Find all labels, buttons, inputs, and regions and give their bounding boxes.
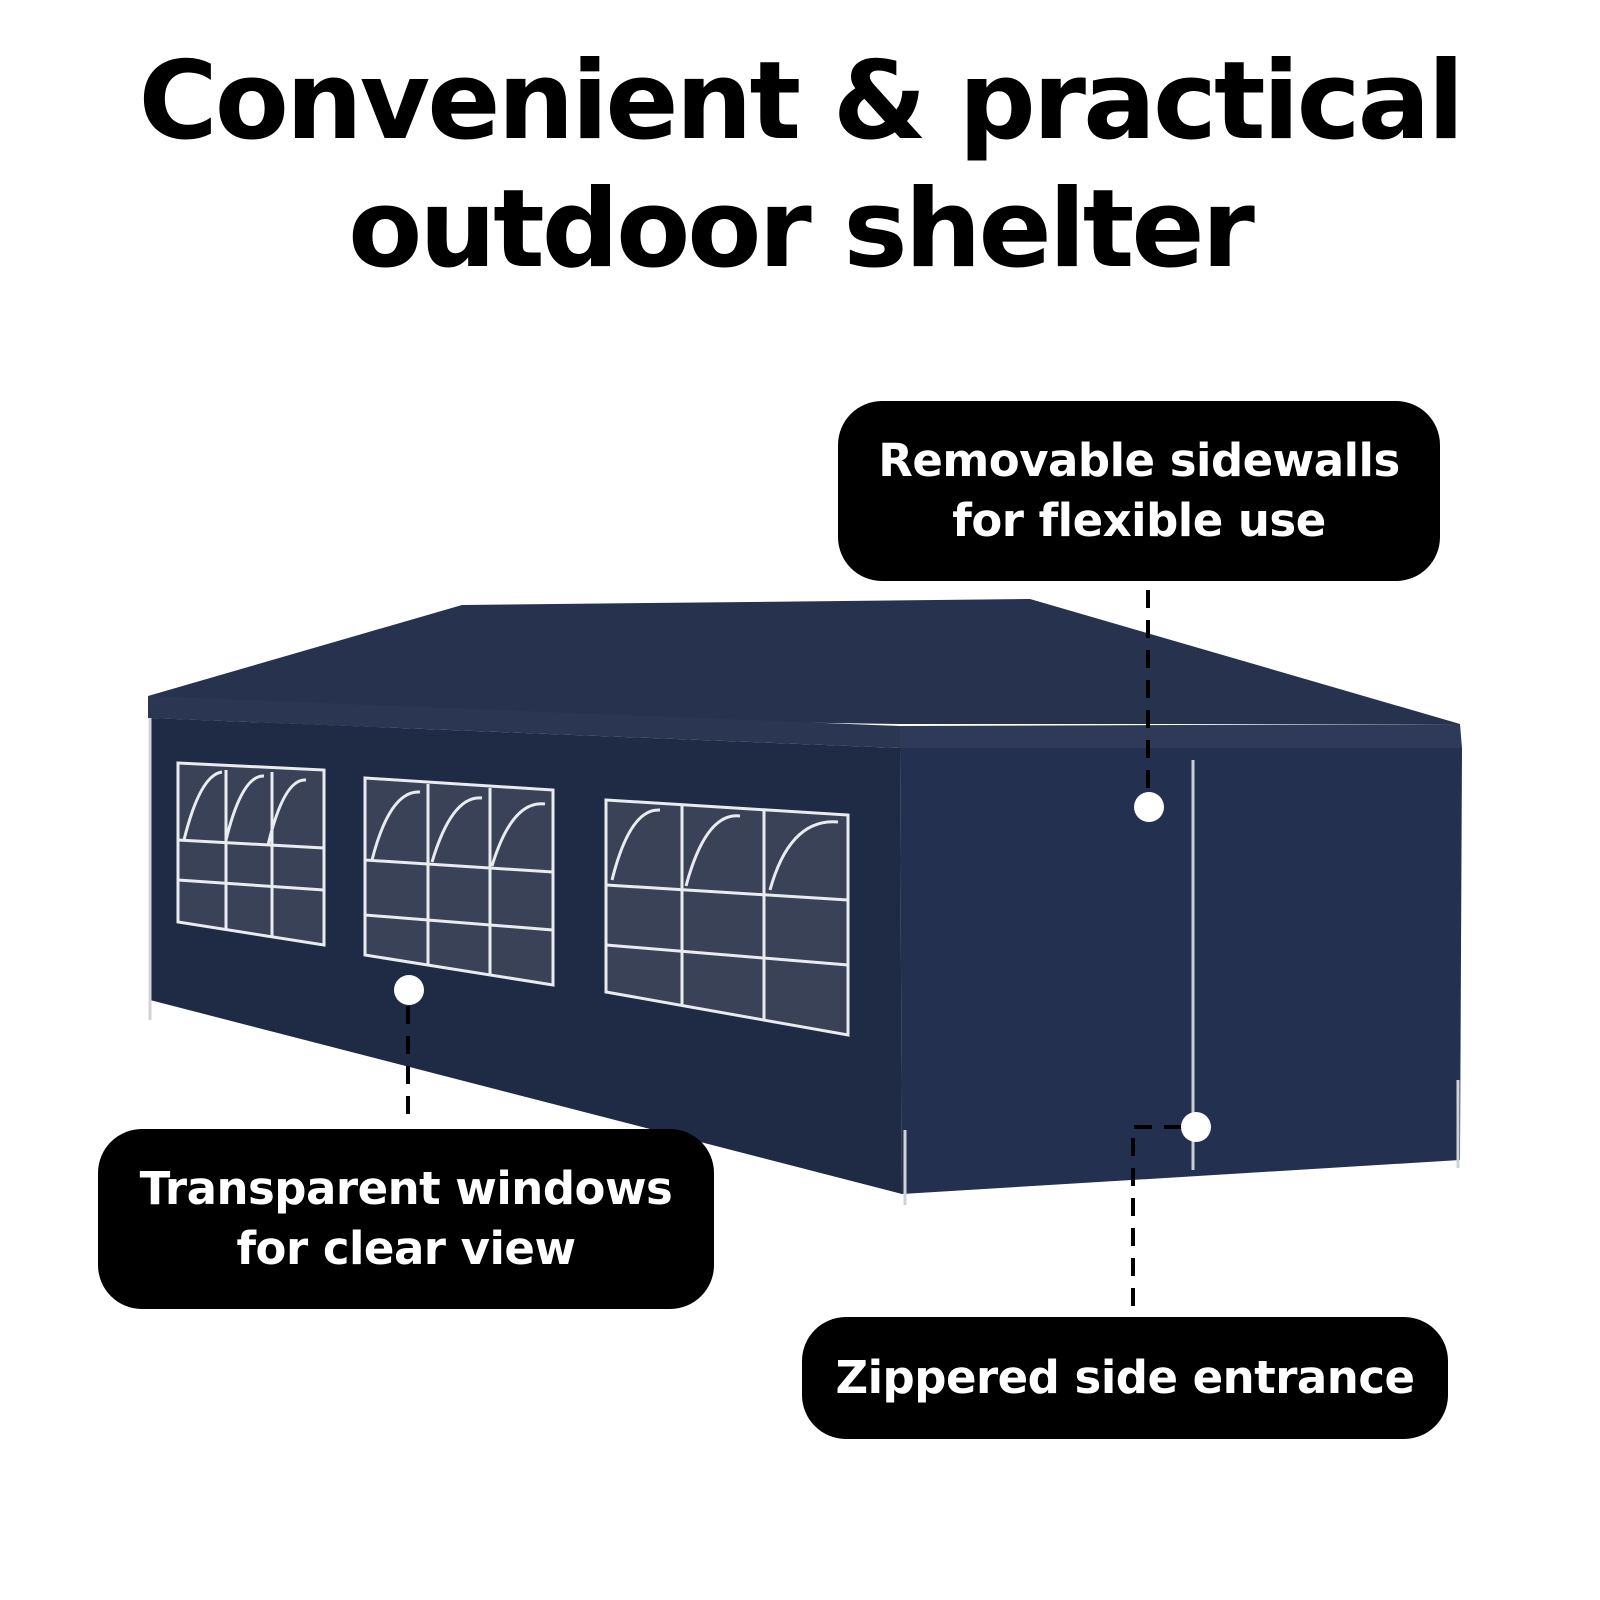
callout-windows-line-1: Transparent windows [139,1162,673,1215]
window-panel [176,761,326,947]
callout-sidewalls-line-2: for flexible use [952,494,1326,547]
window-panel [363,776,555,987]
tent-side-wall [900,748,1462,1194]
marker-dot-windows [394,975,424,1005]
marker-dot-entrance [1181,1112,1211,1142]
window-panel [604,798,850,1037]
headline-line-2: outdoor shelter [348,167,1255,292]
leader-line-entrance [1131,1125,1182,1307]
callout-entrance-line-1: Zippered side entrance [835,1351,1415,1404]
callout-transparent-windows: Transparent windows for clear view [98,1129,714,1309]
tent-roof-side-edge [900,724,1462,748]
headline-line-1: Convenient & practical [138,39,1464,164]
callout-removable-sidewalls: Removable sidewalls for flexible use [838,401,1440,581]
callout-windows-line-2: for clear view [236,1222,576,1275]
headline: Convenient & practical outdoor shelter [0,38,1600,294]
callout-sidewalls-line-1: Removable sidewalls [878,434,1400,487]
tent-roof [148,599,1460,724]
marker-dot-sidewalls [1134,792,1164,822]
callout-zippered-entrance: Zippered side entrance [802,1317,1448,1439]
tent-roof-front-edge [148,696,900,748]
